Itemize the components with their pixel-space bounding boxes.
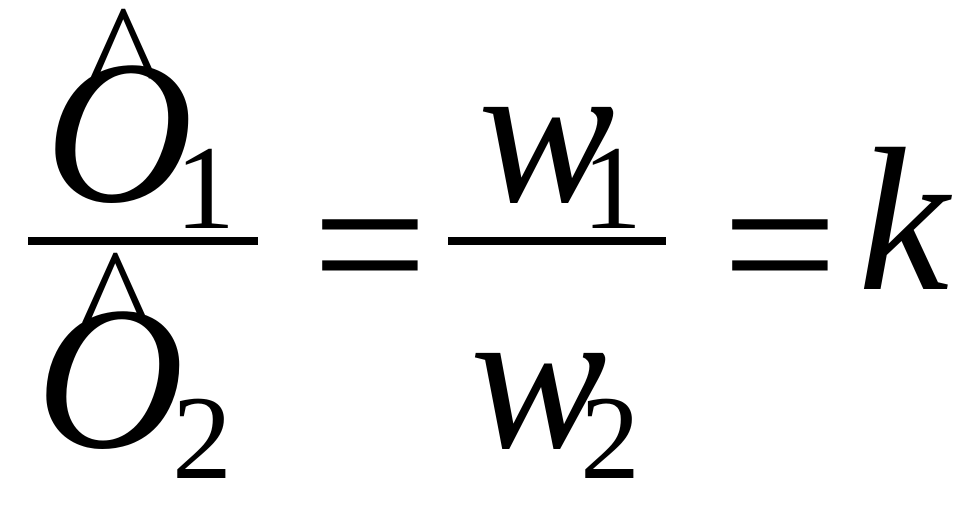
subscript-2: 2 — [172, 371, 232, 504]
subscript-1: 1 — [582, 121, 642, 254]
middle-fraction-bar — [448, 237, 666, 245]
subscript-2: 2 — [580, 371, 640, 504]
hat-accent: ^ — [88, 0, 159, 140]
left-fraction-bar — [28, 237, 258, 245]
hat-accent: ^ — [80, 218, 151, 384]
subscript-1: 1 — [175, 121, 235, 254]
numerator-o-symbol: O — [45, 19, 194, 246]
equals-sign: = — [312, 131, 428, 358]
denominator-w-symbol: w — [470, 265, 607, 492]
equals-sign: = — [722, 131, 838, 358]
denominator-o-symbol: O — [36, 265, 185, 492]
constant-k-symbol: k — [858, 107, 949, 334]
numerator-w-symbol: w — [478, 19, 615, 246]
